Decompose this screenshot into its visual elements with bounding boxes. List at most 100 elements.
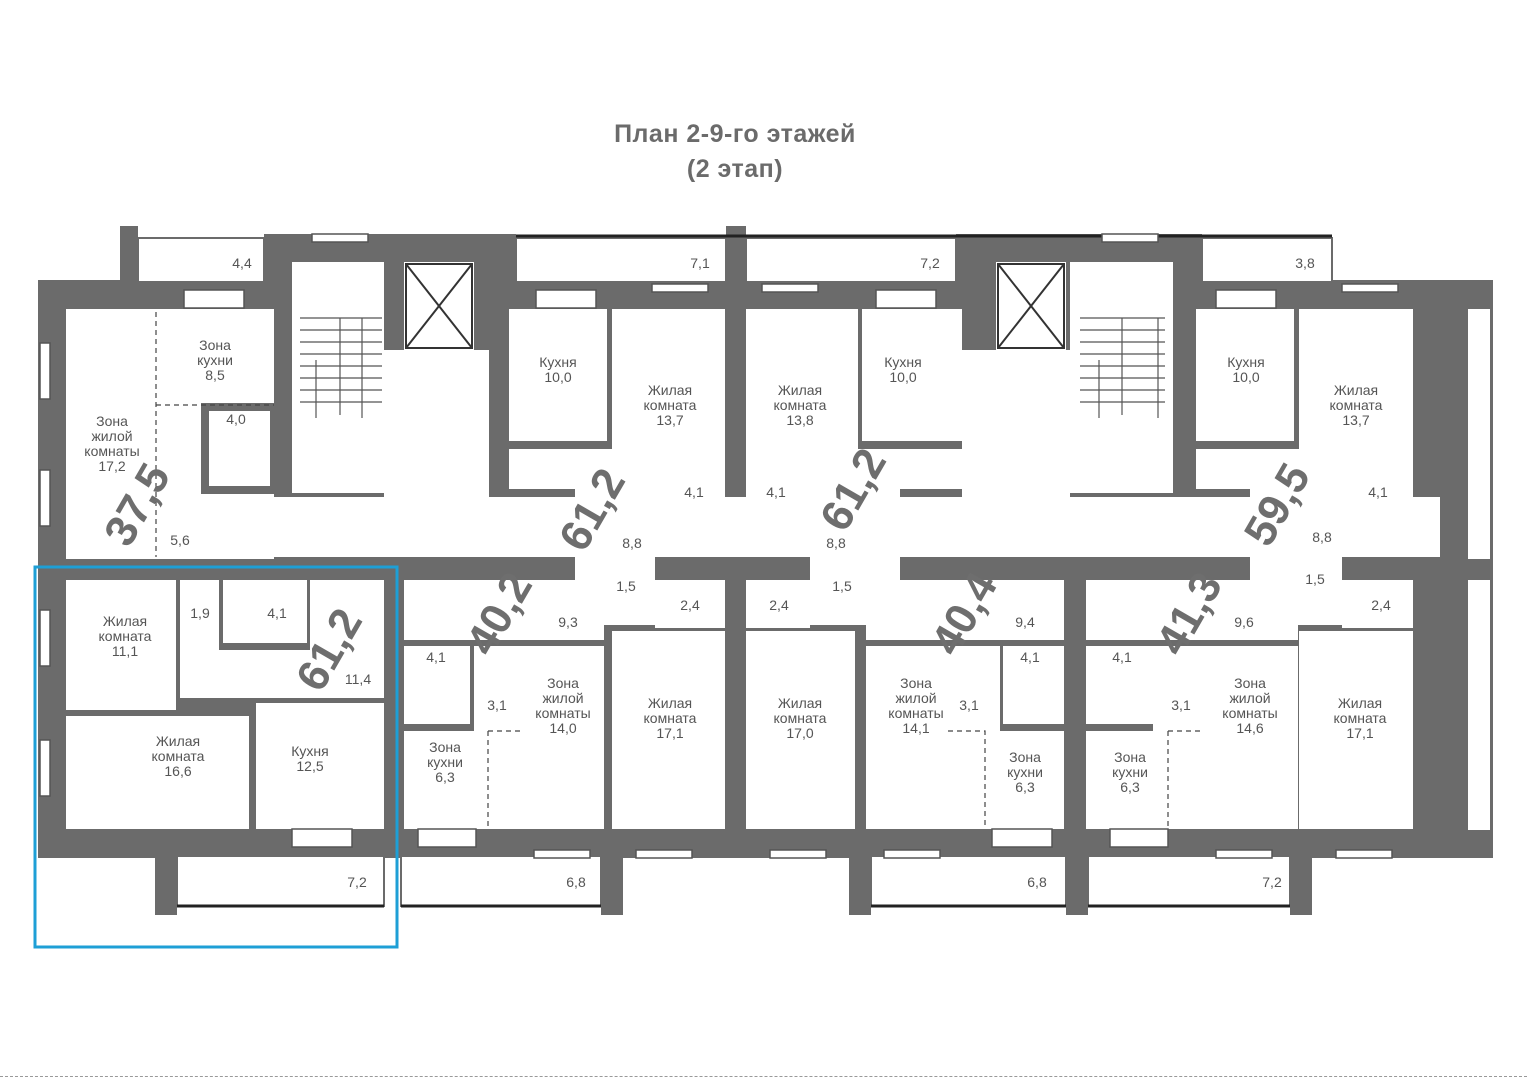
room-label-line: комната (644, 710, 697, 726)
room-label-line: 17,1 (656, 725, 683, 741)
room-label-line: жилой (1229, 690, 1270, 706)
room-label-line: 13,7 (656, 412, 683, 428)
room-label-line: 10,0 (889, 369, 916, 385)
room-label-line: Кухня (291, 743, 328, 759)
room-label-line: 2,4 (1371, 597, 1391, 613)
room-label-line: кухни (427, 754, 463, 770)
room-label: 1,9 (190, 605, 210, 621)
room-label: 2,4 (680, 597, 700, 613)
room-label-line: Жилая (778, 382, 822, 398)
room-label-line: комната (644, 397, 697, 413)
room-label-line: комната (1334, 710, 1387, 726)
room-label-line: 1,5 (616, 578, 636, 594)
room-label: 3,8 (1295, 255, 1315, 271)
room-label-line: 16,6 (164, 763, 191, 779)
room-label-line: 4,1 (766, 484, 786, 500)
room-label-line: комнаты (1222, 705, 1277, 721)
room-label: 9,6 (1234, 614, 1254, 630)
room-label-line: 4,0 (226, 411, 246, 427)
room-label-line: 8,8 (1312, 529, 1332, 545)
stairs (300, 317, 1165, 418)
room-label-line: 4,1 (1112, 649, 1132, 665)
room-label: 4,1 (426, 649, 446, 665)
room-label-line: 2,4 (680, 597, 700, 613)
room-label-line: Зона (199, 337, 231, 353)
room-label: 4,0 (226, 411, 246, 427)
room-label-line: комната (774, 710, 827, 726)
room-label-line: Зона (1114, 749, 1146, 765)
room-label-line: 14,1 (902, 720, 929, 736)
room-label: 9,3 (558, 614, 578, 630)
balconies (137, 237, 1333, 907)
room-label: 4,1 (1020, 649, 1040, 665)
room-label-line: 1,5 (832, 578, 852, 594)
room-label-line: 9,6 (1234, 614, 1254, 630)
room-label-line: 4,1 (267, 605, 287, 621)
room-label-line: Жилая (156, 733, 200, 749)
room-label-line: 7,1 (690, 255, 710, 271)
plan-title: План 2-9-го этажей (614, 120, 856, 148)
room-label-line: комнаты (84, 443, 139, 459)
room-label: 4,1 (267, 605, 287, 621)
room-label-line: Кухня (1227, 354, 1264, 370)
room-label-line: 13,8 (786, 412, 813, 428)
room-label-line: Жилая (1334, 382, 1378, 398)
room-label-line: комната (99, 628, 152, 644)
room-label-line: Жилая (778, 695, 822, 711)
room-label: 6,8 (566, 874, 586, 890)
plan-subtitle: (2 этап) (686, 155, 784, 183)
room-label-line: 3,1 (487, 697, 507, 713)
room-label-line: Жилая (1338, 695, 1382, 711)
room-label-line: Жилая (648, 382, 692, 398)
page-bottom-line (0, 1076, 1527, 1077)
room-label-line: 3,1 (959, 697, 979, 713)
room-label-line: Зона (1009, 749, 1041, 765)
room-label: 7,1 (690, 255, 710, 271)
room-label-line: 14,6 (1236, 720, 1263, 736)
room-label-line: 11,1 (112, 643, 138, 659)
room-label-line: 8,8 (622, 535, 642, 551)
room-label: 2,4 (1371, 597, 1391, 613)
room-label-line: жилой (542, 690, 583, 706)
room-label: 4,1 (1112, 649, 1132, 665)
room-label-line: 2,4 (769, 597, 789, 613)
room-label: 5,6 (170, 532, 190, 548)
room-label-line: 5,6 (170, 532, 190, 548)
room-label: 8,8 (1312, 529, 1332, 545)
room-label: 11,4 (345, 671, 371, 687)
room-interiors (66, 262, 1490, 830)
room-label-line: 12,5 (296, 758, 323, 774)
zone-dividers (155, 312, 1203, 829)
room-label: 7,2 (920, 255, 940, 271)
room-label-line: 6,3 (1120, 779, 1140, 795)
room-label-line: 8,5 (205, 367, 225, 383)
selected-apartment-frame[interactable] (33, 565, 399, 949)
room-label-line: жилой (895, 690, 936, 706)
room-label-line: 4,1 (426, 649, 446, 665)
room-label-line: Жилая (103, 613, 147, 629)
room-label-line: Зона (547, 675, 579, 691)
room-label-line: 9,4 (1015, 614, 1035, 630)
room-label-line: Зона (429, 739, 461, 755)
room-label-line: 4,1 (684, 484, 704, 500)
room-label-line: Кухня (884, 354, 921, 370)
room-label-line: 4,4 (232, 255, 252, 271)
room-label-line: 7,2 (347, 874, 367, 890)
room-label-line: Зона (96, 413, 128, 429)
room-label-line: 6,3 (435, 769, 455, 785)
room-label: 8,8 (622, 535, 642, 551)
room-label: 4,4 (232, 255, 252, 271)
